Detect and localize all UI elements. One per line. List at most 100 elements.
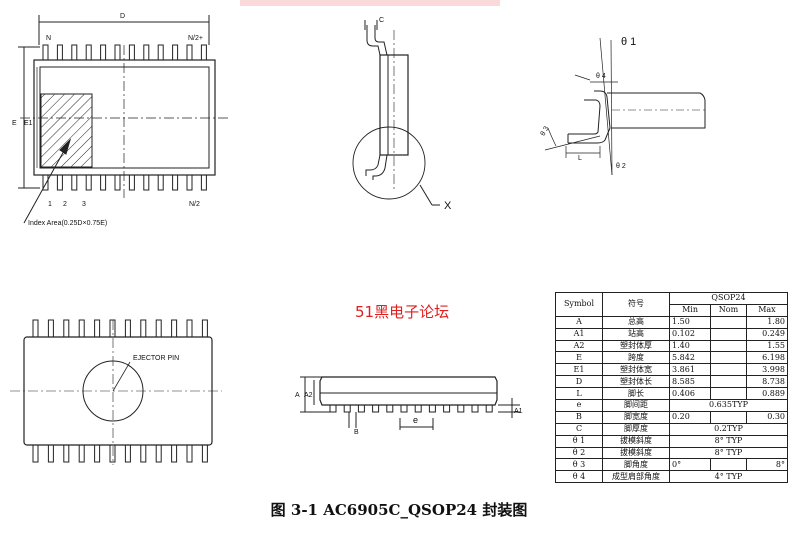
top-n2-label: N/2 xyxy=(189,201,200,208)
pin-lead xyxy=(114,174,121,191)
cell-min: 5.842 xyxy=(668,351,712,365)
pin-lead xyxy=(78,319,85,338)
watermark-text: 51黑电子论坛 xyxy=(355,303,450,321)
pin-lead xyxy=(124,319,131,338)
pin-lead xyxy=(386,404,394,413)
cell-max: 8° xyxy=(745,458,789,472)
cell-nom xyxy=(710,375,747,389)
cell-merged: 4° TYP xyxy=(669,470,788,484)
cell-name: 拔模斜度 xyxy=(602,446,670,460)
pin-lead xyxy=(329,404,337,413)
cell-name: 拔模斜度 xyxy=(602,434,670,448)
pin-lead xyxy=(157,174,164,191)
table-subheader-row: Min Nom Max xyxy=(556,303,789,317)
cell-max: 6.198 xyxy=(745,351,789,365)
pin-lead xyxy=(85,44,92,61)
pin-lead xyxy=(124,444,131,463)
front-a2-label: A2 xyxy=(304,392,313,399)
cell-nom xyxy=(710,458,747,472)
front-a-label: A xyxy=(295,392,300,399)
cell-symbol: A xyxy=(555,315,603,329)
cell-symbol: E1 xyxy=(555,363,603,377)
top-d-label: D xyxy=(120,13,125,20)
pin-lead xyxy=(71,44,78,61)
pin-lead xyxy=(172,174,179,191)
cell-name: 脚厚度 xyxy=(602,422,670,436)
front-view xyxy=(300,376,520,430)
pin-lead xyxy=(42,44,49,61)
top-pin3-label: 3 xyxy=(82,201,86,208)
pin-lead xyxy=(128,174,135,191)
cell-nom xyxy=(710,315,747,329)
cell-max: 0.889 xyxy=(745,387,789,401)
cell-name: 脚间距 xyxy=(602,399,670,412)
cell-symbol: C xyxy=(555,422,603,436)
pin-lead xyxy=(343,404,351,413)
pin-lead xyxy=(186,174,193,191)
cell-nom xyxy=(710,327,747,341)
bottom-view xyxy=(10,319,222,465)
pin-lead xyxy=(485,404,493,413)
front-b-label: B xyxy=(354,429,359,436)
pin-lead xyxy=(186,44,193,61)
pin-lead xyxy=(32,444,39,463)
cell-name: 脚宽度 xyxy=(602,410,670,424)
front-e-label: e xyxy=(413,415,418,425)
cell-merged: 0.635TYP xyxy=(669,399,788,412)
pin-lead xyxy=(56,44,63,61)
cell-merged: 0.2TYP xyxy=(669,422,788,436)
cell-min: 0° xyxy=(668,458,712,472)
cell-max: 1.55 xyxy=(745,339,789,353)
top-view xyxy=(18,15,230,224)
pin-lead xyxy=(457,404,465,413)
pin-lead xyxy=(155,444,162,463)
figure-caption: 图 3-1 AC6905C_QSOP24 封装图 xyxy=(270,501,528,519)
pin-lead xyxy=(157,44,164,61)
pin-lead xyxy=(200,174,207,191)
detail-theta1-label: θ 1 xyxy=(621,36,636,48)
detail-theta2-label: θ 2 xyxy=(616,163,626,170)
header-symbol: Symbol xyxy=(555,292,603,317)
cell-nom xyxy=(710,351,747,365)
cell-min: 0.102 xyxy=(668,327,712,341)
side-c-label: C xyxy=(379,17,384,24)
pin-lead xyxy=(109,444,116,463)
pin-lead xyxy=(443,404,451,413)
top-n-label: N xyxy=(46,35,51,42)
pin-lead xyxy=(171,444,178,463)
cell-max: 0.249 xyxy=(745,327,789,341)
cell-nom xyxy=(710,410,747,424)
header-nom: Nom xyxy=(710,303,747,317)
top-e-label: E xyxy=(12,120,17,127)
cell-nom xyxy=(710,339,747,353)
pin-lead xyxy=(71,174,78,191)
pin-lead xyxy=(78,444,85,463)
pin-lead xyxy=(94,319,101,338)
pin-lead xyxy=(414,404,422,413)
pin-lead xyxy=(114,44,121,61)
pin-lead xyxy=(171,319,178,338)
cell-name: 脚长 xyxy=(602,387,670,401)
pin-lead xyxy=(201,319,208,338)
cell-name: 站高 xyxy=(602,327,670,341)
pin-lead xyxy=(100,44,107,61)
pin-lead xyxy=(143,44,150,61)
top-pin1-label: 1 xyxy=(48,201,52,208)
detail-l-label: L xyxy=(578,155,582,162)
cell-min: 0.20 xyxy=(668,410,712,424)
detail-theta3-label: θ 3 xyxy=(540,125,551,137)
pin-lead xyxy=(186,319,193,338)
pin-lead xyxy=(140,319,147,338)
cell-name: 塑封体厚 xyxy=(602,339,670,353)
pin-lead xyxy=(63,444,70,463)
cell-merged: 8° TYP xyxy=(669,434,788,448)
